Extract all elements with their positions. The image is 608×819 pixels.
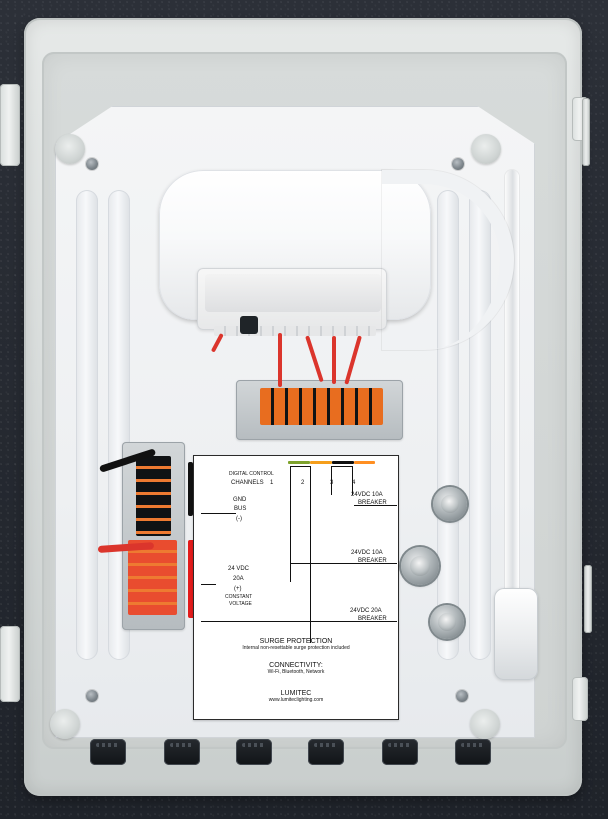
- power-lead-horizontal: [201, 584, 216, 585]
- channel-color-bar-4: [354, 461, 375, 464]
- controller-wire-3: [332, 336, 336, 384]
- corner-post-bottom-right: [470, 709, 500, 739]
- brand-website: www.lumiteclighting.com: [268, 697, 324, 703]
- channel-divider-1: [290, 466, 291, 478]
- screw-bottom-right: [456, 690, 468, 702]
- vertical-lead-1: [290, 478, 291, 582]
- breaker-nut-3-inner: [438, 613, 456, 631]
- info-label-panel: DIGITAL CONTROL CHANNELS 1 2 3 4 24VDC 1…: [193, 455, 399, 720]
- breaker-1-line-2: BREAKER: [358, 500, 387, 506]
- cable-gland-5: [382, 739, 418, 765]
- vertical-lead-2: [310, 478, 311, 643]
- left-hinge-top: [0, 84, 20, 166]
- channel-number-1: 1: [270, 480, 274, 486]
- channel-header-top: DIGITAL CONTROL: [229, 471, 274, 477]
- corner-post-bottom-left: [50, 709, 80, 739]
- cable-gland-3: [236, 739, 272, 765]
- channel-color-bar-1: [288, 461, 310, 464]
- breaker-nut-1-inner: [441, 495, 459, 513]
- power-line-1: 24 VDC: [228, 566, 250, 572]
- surge-title: SURGE PROTECTION: [259, 638, 333, 645]
- brand-name: LUMITEC: [280, 690, 312, 697]
- surge-text: Internal non-resettable surge protection…: [242, 645, 350, 651]
- breaker-1-line-1: 24VDC 10A: [351, 492, 383, 498]
- gnd-bus-line: [201, 513, 236, 514]
- cable-gland-2: [164, 739, 200, 765]
- cable-gland-6: [455, 739, 491, 765]
- cable-gland-4: [308, 739, 344, 765]
- corner-post-top-right: [471, 134, 501, 164]
- connectivity-title: CONNECTIVITY:: [269, 662, 323, 669]
- vertical-lead-4: [352, 478, 353, 495]
- channel-divider-2: [310, 466, 311, 478]
- rj45-connector: [494, 588, 538, 680]
- channels-label: CHANNELS: [231, 480, 264, 486]
- channel-color-bar-2: [310, 461, 332, 464]
- power-line-2: 20A: [233, 576, 244, 582]
- controller-wire-1: [278, 333, 282, 387]
- power-bracket: [188, 540, 196, 618]
- channel-number-2: 2: [301, 480, 305, 486]
- power-line-4: CONSTANT: [225, 594, 253, 600]
- breaker-nut-2-inner: [410, 556, 430, 576]
- right-latch-bottom: [584, 565, 592, 633]
- left-hinge-bottom: [0, 626, 20, 702]
- screw-top-left: [86, 158, 98, 170]
- top-terminal-strip: [260, 388, 383, 425]
- left-terminal-red-strip: [128, 540, 177, 615]
- breaker-3-line-2: BREAKER: [358, 616, 387, 622]
- power-line-5: VOLTAGE: [229, 601, 252, 607]
- right-hinge-bottom: [572, 677, 588, 721]
- breaker-3-line-1: 24VDC 20A: [350, 608, 382, 614]
- left-terminal-black-strip: [136, 456, 171, 536]
- breaker-2-line-1: 24VDC 10A: [351, 550, 383, 556]
- corner-post-top-left: [55, 134, 85, 164]
- controller-port-row: [214, 326, 376, 336]
- channel-color-bar-3: [332, 461, 354, 464]
- breaker-line-3: [201, 621, 397, 622]
- right-latch-top: [582, 98, 590, 166]
- screw-top-right: [452, 158, 464, 170]
- channel-divider-3: [331, 466, 332, 478]
- breaker-2-line-2: BREAKER: [358, 558, 387, 564]
- connectivity-text: Wi-Fi, Bluetooth, Network: [267, 669, 325, 675]
- vertical-lead-3: [331, 478, 332, 495]
- backplate-groove-left: [76, 190, 98, 660]
- channel-top-line-right: [331, 466, 353, 467]
- controller-slot: [240, 316, 258, 334]
- breaker-line-2: [290, 563, 397, 564]
- cable-gland-1: [90, 739, 126, 765]
- ground-bracket: [188, 462, 193, 516]
- channel-number-4: 4: [352, 480, 356, 486]
- screw-bottom-left: [86, 690, 98, 702]
- gnd-bus-line-1: GND: [233, 497, 247, 503]
- power-line-3: (+): [234, 586, 242, 592]
- gnd-bus-line-2: BUS: [234, 506, 247, 512]
- channel-divider-4: [352, 466, 353, 478]
- controller-window: [205, 274, 381, 312]
- gnd-bus-line-3: (-): [236, 516, 242, 522]
- breaker-line-1: [354, 505, 397, 506]
- channel-top-line-left: [290, 466, 311, 467]
